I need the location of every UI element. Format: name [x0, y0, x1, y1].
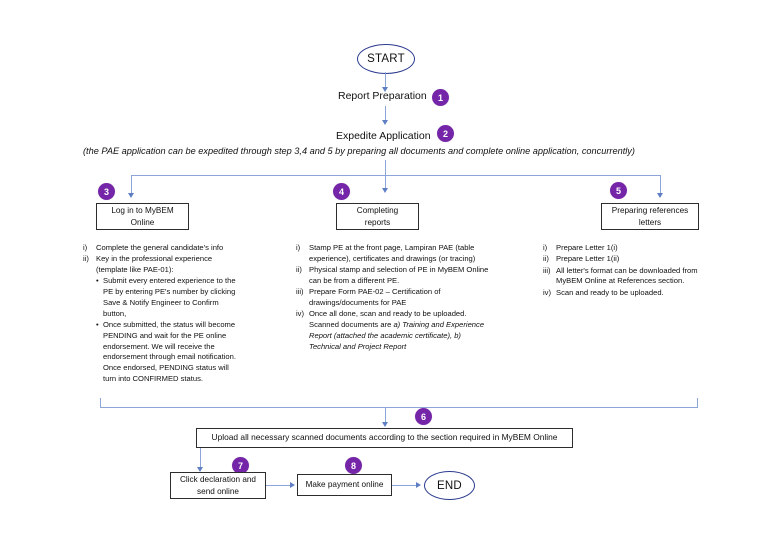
list-marker: iv) — [296, 309, 305, 319]
make-payment-box[interactable]: Make payment online — [297, 474, 392, 496]
connector-merge-left-stub — [100, 398, 102, 407]
login-mybem-box-text: Log in to MyBEM Online — [111, 205, 173, 227]
step-badge-1: 1 — [432, 89, 449, 106]
arrow-declaration-to-payment — [290, 482, 295, 488]
login-mybem-box[interactable]: Log in to MyBEM Online — [96, 203, 189, 230]
list-text-head: Once all done, scan and ready to be uplo… — [309, 309, 467, 329]
list-marker: ii) — [543, 254, 549, 264]
connector-merge-right-stub — [697, 398, 699, 407]
list-marker: i) — [543, 243, 548, 252]
end-label: END — [437, 479, 462, 492]
report-preparation-label: Report Preparation — [338, 90, 427, 102]
list-text: Prepare Letter 1(i) — [556, 243, 618, 252]
upload-documents-box[interactable]: Upload all necessary scanned documents a… — [196, 428, 573, 448]
list-item: ii) Prepare Letter 1(ii) — [543, 254, 711, 265]
list-text: Once submitted, the status will become P… — [103, 319, 236, 383]
list-item: • Submit every entered experience to the… — [96, 276, 243, 319]
list-item: ii) Physical stamp and selection of PE i… — [296, 265, 489, 287]
list-text: Prepare Letter 1(ii) — [556, 254, 620, 264]
list-text: All letter's format can be downloaded fr… — [556, 265, 698, 286]
list-item: ii) Key in the professional experience (… — [83, 254, 243, 276]
click-declaration-text: Click declaration and send online — [180, 474, 256, 496]
preparing-letters-line1: Preparing references — [611, 206, 689, 216]
connector-branch-bus — [131, 175, 660, 177]
step-badge-5: 5 — [610, 182, 627, 199]
connector-expedite-down — [384, 160, 386, 189]
connector-declaration-to-payment — [266, 485, 291, 487]
bullet-icon: • — [96, 319, 99, 329]
list-marker: ii) — [296, 265, 302, 275]
step-badge-2: 2 — [437, 125, 454, 142]
preparing-letters-box-text: Preparing references letters — [612, 205, 688, 227]
list-text-italic-tail: a) Training and Experience Report (attac… — [309, 319, 485, 351]
list-marker: i) — [83, 243, 88, 252]
list-marker: iii) — [543, 265, 551, 275]
login-mybem-line1: Log in to MyBEM — [111, 206, 174, 216]
preparing-letters-box[interactable]: Preparing references letters — [601, 203, 699, 230]
completing-reports-line1: Completing — [356, 206, 399, 216]
list-marker: ii) — [83, 254, 89, 264]
expedite-note: (the PAE application can be expedited th… — [83, 146, 635, 156]
arrow-report-to-expedite — [381, 120, 388, 125]
right-column-list: i) Prepare Letter 1(i) ii) Prepare Lette… — [543, 243, 711, 299]
make-payment-text: Make payment online — [305, 480, 384, 490]
arrow-branch-middle — [381, 188, 388, 193]
end-terminator: END — [424, 471, 475, 500]
list-item: iii) Prepare Form PAE-02 – Certification… — [296, 287, 489, 309]
click-declaration-line2: send online — [197, 486, 239, 496]
list-text: Complete the general candidate's info — [96, 243, 224, 252]
arrow-merge-to-upload — [381, 422, 388, 427]
list-item: i) Complete the general candidate's info — [83, 243, 243, 254]
arrow-branch-left — [128, 193, 134, 198]
list-item: iv) Once all done, scan and ready to be … — [296, 309, 489, 352]
list-item: iii) All letter's format can be download… — [543, 266, 711, 288]
step-badge-8: 8 — [345, 457, 362, 474]
list-text: Once all done, scan and ready to be uplo… — [309, 309, 489, 352]
start-label: START — [367, 53, 405, 65]
connector-branch-left — [131, 175, 133, 195]
arrow-start-to-report — [381, 87, 388, 92]
list-item: iv) Scan and ready to be uploaded. — [543, 288, 711, 299]
click-declaration-box[interactable]: Click declaration and send online — [170, 472, 266, 499]
completing-reports-box[interactable]: Completing reports — [336, 203, 419, 230]
step-badge-4: 4 — [333, 183, 350, 200]
list-text: Submit every entered experience to the P… — [103, 276, 236, 318]
connector-merge-bus — [100, 407, 698, 409]
connector-start-to-report — [384, 72, 386, 89]
completing-reports-box-text: Completing reports — [357, 205, 398, 227]
arrow-upload-to-declaration — [197, 467, 203, 472]
connector-branch-right — [660, 175, 662, 195]
expedite-application-label: Expedite Application — [336, 130, 431, 142]
list-item: • Once submitted, the status will become… — [96, 320, 243, 385]
list-marker: i) — [296, 243, 301, 252]
upload-documents-text: Upload all necessary scanned documents a… — [211, 432, 558, 443]
preparing-letters-line2: letters — [638, 217, 662, 227]
middle-column-list: i) Stamp PE at the front page, Lampiran … — [296, 243, 489, 353]
start-terminator: START — [357, 44, 415, 74]
step-badge-6: 6 — [415, 408, 432, 425]
bullet-icon: • — [96, 276, 99, 286]
connector-upload-to-declaration — [200, 448, 202, 469]
list-text: Stamp PE at the front page, Lampiran PAE… — [309, 243, 476, 263]
completing-reports-line2: reports — [364, 217, 391, 227]
list-item: i) Stamp PE at the front page, Lampiran … — [296, 243, 489, 265]
list-item: i) Prepare Letter 1(i) — [543, 243, 711, 254]
step-badge-7: 7 — [232, 457, 249, 474]
list-text: Key in the professional experience (temp… — [96, 254, 213, 275]
click-declaration-line1: Click declaration and — [179, 475, 256, 485]
list-text: Physical stamp and selection of PE in My… — [309, 265, 489, 285]
left-column-sublist: • Submit every entered experience to the… — [96, 276, 243, 384]
step-badge-3: 3 — [98, 183, 115, 200]
list-text: Prepare Form PAE-02 – Certification of d… — [309, 287, 441, 307]
list-marker: iii) — [296, 287, 304, 297]
connector-merge-to-upload — [384, 407, 386, 424]
arrow-branch-right — [657, 193, 663, 198]
arrow-payment-to-end — [416, 482, 421, 488]
list-text: Scan and ready to be uploaded. — [556, 287, 664, 297]
login-mybem-line2: Online — [130, 217, 155, 227]
list-marker: iv) — [543, 287, 552, 297]
connector-report-to-expedite — [384, 106, 386, 122]
connector-payment-to-end — [392, 485, 417, 487]
left-column-list: i) Complete the general candidate's info… — [83, 243, 243, 385]
